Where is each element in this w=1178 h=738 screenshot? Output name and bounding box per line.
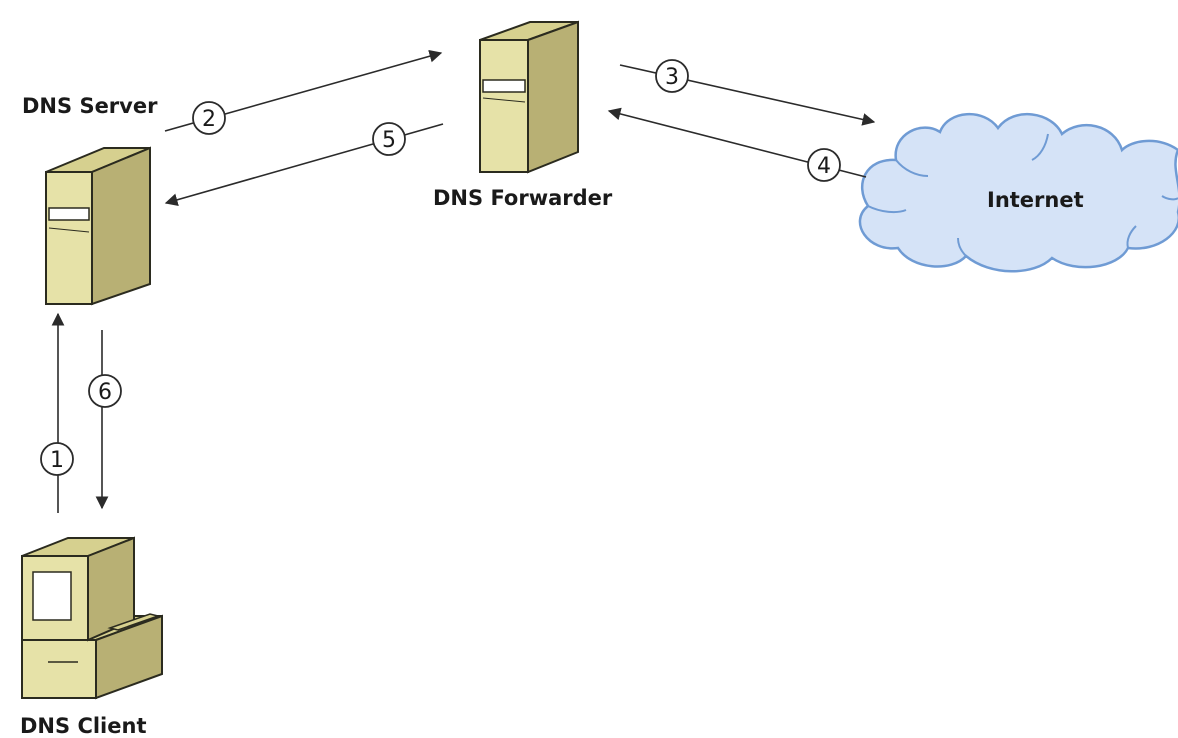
dns-server-icon bbox=[45, 146, 151, 306]
step-5-marker: 5 bbox=[372, 122, 406, 156]
step-3-number: 3 bbox=[665, 65, 679, 90]
internet-cloud-icon bbox=[858, 113, 1178, 273]
internet-label: Internet bbox=[987, 188, 1084, 212]
step-4-marker: 4 bbox=[807, 148, 841, 182]
dns-client-icon bbox=[21, 536, 163, 700]
step-2-marker: 2 bbox=[192, 101, 226, 135]
step-6-marker: 6 bbox=[88, 374, 122, 408]
dns-forwarder-label: DNS Forwarder bbox=[433, 186, 613, 210]
step-3-marker: 3 bbox=[655, 59, 689, 93]
step-1-marker: 1 bbox=[40, 442, 74, 476]
step-4-number: 4 bbox=[817, 154, 831, 179]
step-1-number: 1 bbox=[50, 448, 64, 473]
step-5-number: 5 bbox=[382, 128, 396, 153]
step-6-number: 6 bbox=[98, 380, 112, 405]
dns-forwarder-icon bbox=[479, 20, 579, 174]
dns-server-label: DNS Server bbox=[22, 94, 158, 118]
dns-client-label: DNS Client bbox=[20, 714, 146, 738]
step-2-number: 2 bbox=[202, 107, 216, 132]
